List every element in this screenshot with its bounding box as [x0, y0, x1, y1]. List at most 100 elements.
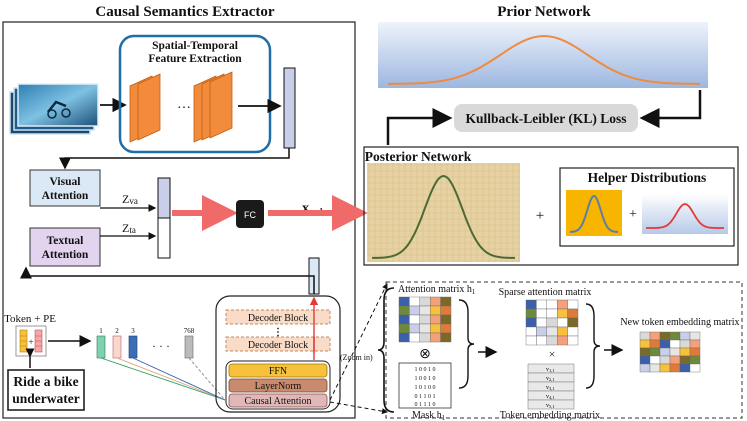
posterior-title: Posterior Network	[365, 149, 472, 164]
token-matrix-label: Token embedding matrix	[500, 410, 600, 421]
matrix-cell	[679, 339, 691, 349]
token-embedding-row	[527, 399, 575, 410]
matrix-cell	[639, 355, 651, 365]
helper-dist-1	[566, 190, 622, 236]
matrix-cell	[639, 347, 651, 357]
prompt-box	[7, 369, 85, 411]
matrix-cell	[557, 317, 568, 328]
matrix-cell	[398, 296, 410, 307]
matrix-cell	[669, 347, 681, 357]
matrix-cell	[419, 332, 431, 343]
matrix-cell	[557, 299, 568, 310]
matrix-cell	[440, 332, 452, 343]
matrix-cell	[398, 332, 410, 343]
feature-maps	[129, 71, 233, 143]
matrix-cell	[567, 299, 579, 310]
zoom-right-brace	[585, 303, 601, 389]
matrix-cell	[440, 323, 452, 334]
feature-ellipsis: …	[177, 97, 191, 112]
matrix-cell	[430, 314, 441, 325]
feature-to-visual-arrow	[59, 148, 290, 170]
matrix-cell	[546, 326, 558, 337]
z-ta-vector	[157, 217, 171, 259]
kl-loss-label: Kullback-Leibler (KL) Loss	[465, 111, 626, 126]
matrix-cell	[669, 355, 681, 365]
matrix-cell	[649, 347, 661, 357]
mask-row-2: 1 0 0 1 0	[415, 376, 436, 382]
zoom-in-label: (Zoom in)	[340, 353, 373, 362]
matrix-cell	[669, 339, 681, 349]
feature-title-line2: Feature Extraction	[148, 53, 242, 65]
mask-matrix	[398, 362, 452, 409]
matrix-cell	[639, 331, 651, 341]
matrix-cell	[679, 355, 691, 365]
matrix-cell	[419, 305, 431, 316]
posterior-frame	[363, 146, 739, 266]
zoom-mid-brace	[458, 299, 475, 389]
helper-curve-2	[646, 203, 724, 229]
layernorm-label: LayerNorm	[255, 381, 302, 392]
visual-attention-line1: Visual	[50, 176, 81, 188]
z-va-vector	[157, 177, 171, 219]
video-frames-image	[9, 83, 99, 135]
matrix-cell	[546, 335, 558, 346]
decoder-stack-frame	[215, 295, 341, 413]
matrix-cell	[409, 305, 420, 316]
textual-attention-line2: Attention	[42, 249, 89, 261]
ffn-block	[228, 363, 328, 378]
matrix-cell	[669, 363, 681, 373]
matrix-cell	[649, 355, 661, 365]
token-num-768: 768	[184, 327, 195, 335]
matrix-cell	[659, 331, 671, 341]
new-token-label: New token embedding matrix	[620, 317, 739, 328]
prior-gaussian-curve	[388, 34, 700, 85]
token-embedding-grid: v1,1v2,1v3,1v4,1v5,1	[527, 363, 575, 410]
decoder-block-2	[225, 336, 331, 352]
zoom-line-top	[329, 283, 388, 401]
matrix-cell	[525, 335, 537, 346]
matrix-cell	[398, 314, 410, 325]
matrix-cell	[689, 331, 701, 341]
matrix-cell	[398, 323, 410, 334]
textual-attention-line1: Textual	[47, 235, 84, 247]
matrix-cell	[557, 308, 568, 319]
attention-matrix-grid	[398, 296, 452, 343]
mask-row-5: 0 1 1 1 0	[415, 402, 436, 408]
layernorm-block	[228, 378, 328, 393]
matrix-cell	[679, 347, 691, 357]
token3-line	[132, 357, 226, 401]
matrix-cell	[525, 317, 537, 328]
sparse-matrix-label: Sparse attention matrix	[499, 287, 592, 298]
causal-attention-label: Causal Attention	[245, 396, 312, 407]
token-num-1: 1	[99, 327, 103, 335]
matrix-cell	[536, 299, 548, 310]
matrix-cell	[659, 339, 671, 349]
posterior-plus: +	[536, 208, 544, 224]
helper-frame	[559, 167, 735, 247]
token-num-3: 3	[131, 327, 135, 335]
decoder-block-1-label: Decoder Block	[248, 313, 308, 324]
posterior-canvas	[367, 163, 520, 262]
matrix-cell	[669, 331, 681, 341]
helper-title: Helper Distributions	[588, 170, 707, 185]
matrix-cell	[567, 335, 579, 346]
posterior-gaussian-curve	[372, 174, 515, 259]
matrix-cell	[546, 299, 558, 310]
matrix-cell	[689, 363, 701, 373]
matrix-cell	[689, 355, 701, 365]
matrix-cell	[536, 308, 548, 319]
ffn-label: FFN	[269, 366, 287, 377]
visual-attention-line2: Attention	[42, 190, 89, 202]
fc-label: FC	[244, 210, 256, 220]
matrix-cell	[557, 335, 568, 346]
token-embedding-row-label: v4,1	[546, 394, 555, 401]
svg-text:+: +	[28, 337, 33, 347]
decoder-block-2-label: Decoder Block	[248, 340, 308, 351]
helper-plus: +	[629, 207, 637, 222]
prior-to-kl-arrow	[639, 90, 702, 128]
matrix-cell	[546, 308, 558, 319]
matrix-cell	[419, 323, 431, 334]
matrix-cell	[536, 326, 548, 337]
feature-extraction-box	[118, 34, 272, 154]
matrix-cell	[430, 305, 441, 316]
